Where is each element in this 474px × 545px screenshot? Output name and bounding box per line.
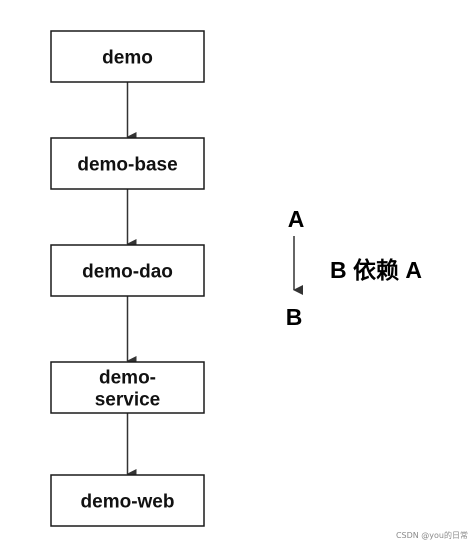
dependency-legend: A B B 依赖 A — [286, 206, 422, 330]
nodes-layer: demo demo-base demo-dao demo-service demo-we… — [50, 30, 205, 527]
legend-bottom-label: B — [286, 304, 303, 330]
node-demo-dao: demo-dao — [50, 244, 205, 297]
node-demo: demo — [50, 30, 205, 83]
node-box — [50, 244, 205, 297]
node-label: demo — [102, 48, 153, 69]
node-label: service — [95, 390, 161, 411]
node-label: demo-web — [81, 492, 175, 513]
node-label: demo-base — [77, 155, 177, 176]
legend-top-label: A — [288, 206, 305, 232]
node-demo-base: demo-base — [50, 137, 205, 190]
node-box — [50, 30, 205, 83]
node-box — [50, 361, 205, 414]
node-box — [50, 137, 205, 190]
node-demo-service: demo-service — [50, 361, 205, 414]
node-label: demo- — [99, 368, 156, 389]
legend-caption: B 依赖 A — [330, 257, 422, 283]
node-label: demo-dao — [82, 262, 173, 283]
watermark: CSDN @you的日常 — [395, 531, 468, 540]
node-box — [50, 474, 205, 527]
node-demo-web: demo-web — [50, 474, 205, 527]
